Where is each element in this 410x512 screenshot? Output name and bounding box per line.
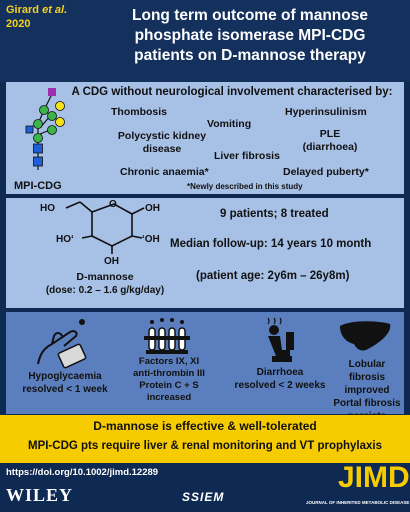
feature-vomiting: Vomiting — [207, 118, 252, 130]
test-tubes-icon — [144, 318, 190, 354]
mol-oh-right: OH — [145, 203, 160, 214]
author: Girard et al. — [6, 4, 68, 16]
drug-dose: (dose: 0.2 – 1.6 g/kg/day) — [45, 285, 165, 296]
mpi-cdg-label: MPI-CDG — [14, 180, 62, 192]
header — [0, 0, 410, 82]
toilet-person-icon — [267, 317, 294, 362]
glucose-meter-icon — [37, 319, 87, 369]
patient-age-range: (patient age: 2y6m – 26y8m) — [196, 270, 350, 282]
panel1-heading: A CDG without neurological involvement c… — [71, 86, 393, 98]
doi-link[interactable]: https://doi.org/10.1002/jimd.12289 — [6, 467, 159, 478]
mol-ho-top: HO — [40, 203, 55, 214]
ring-oxygen: O — [109, 199, 117, 210]
footnote: *Newly described in this study — [187, 182, 303, 191]
feature-hyperinsulinism: Hyperinsulinism — [285, 106, 367, 118]
feature-chronic-anaemia: Chronic anaemia* — [120, 166, 209, 178]
mol-oh-bottom: OH — [104, 256, 119, 267]
conclusion-banner — [0, 415, 410, 463]
feature-ple: PLE(diarrhoea) — [302, 128, 358, 153]
conclusion-line-1: D-mannose is effective & well-tolerated — [93, 419, 317, 433]
page-title: Long term outcome of mannose phosphate i… — [132, 7, 368, 64]
jimd-logo: JIMD — [338, 461, 410, 494]
feature-delayed-puberty: Delayed puberty* — [283, 166, 369, 178]
liver-icon — [340, 321, 391, 351]
wiley-logo: WILEY — [6, 485, 74, 505]
d-mannose-structure-icon — [65, 201, 145, 254]
drug-name: D-mannose — [76, 271, 134, 283]
mol-ho-left: HOʻ — [56, 234, 74, 245]
feature-liver-fibrosis: Liver fibrosis — [214, 150, 280, 162]
journal-full-name: JOURNAL OF INHERITED METABOLIC DISEASE — [306, 500, 410, 505]
patient-count: 9 patients; 8 treated — [220, 208, 329, 220]
feature-thrombosis: Thombosis — [111, 106, 168, 118]
ssiem-logo: SSIEM — [182, 490, 225, 504]
glycan-icon — [25, 88, 65, 170]
mol-oh-mid: ʻOH — [142, 234, 160, 245]
year: 2020 — [6, 18, 31, 30]
median-followup: Median follow-up: 14 years 10 month — [170, 238, 372, 250]
footer — [0, 463, 410, 512]
clinical-features-panel — [6, 82, 404, 194]
treatment-panel — [6, 198, 404, 308]
conclusion-line-2: MPI-CDG pts require liver & renal monito… — [27, 440, 382, 452]
